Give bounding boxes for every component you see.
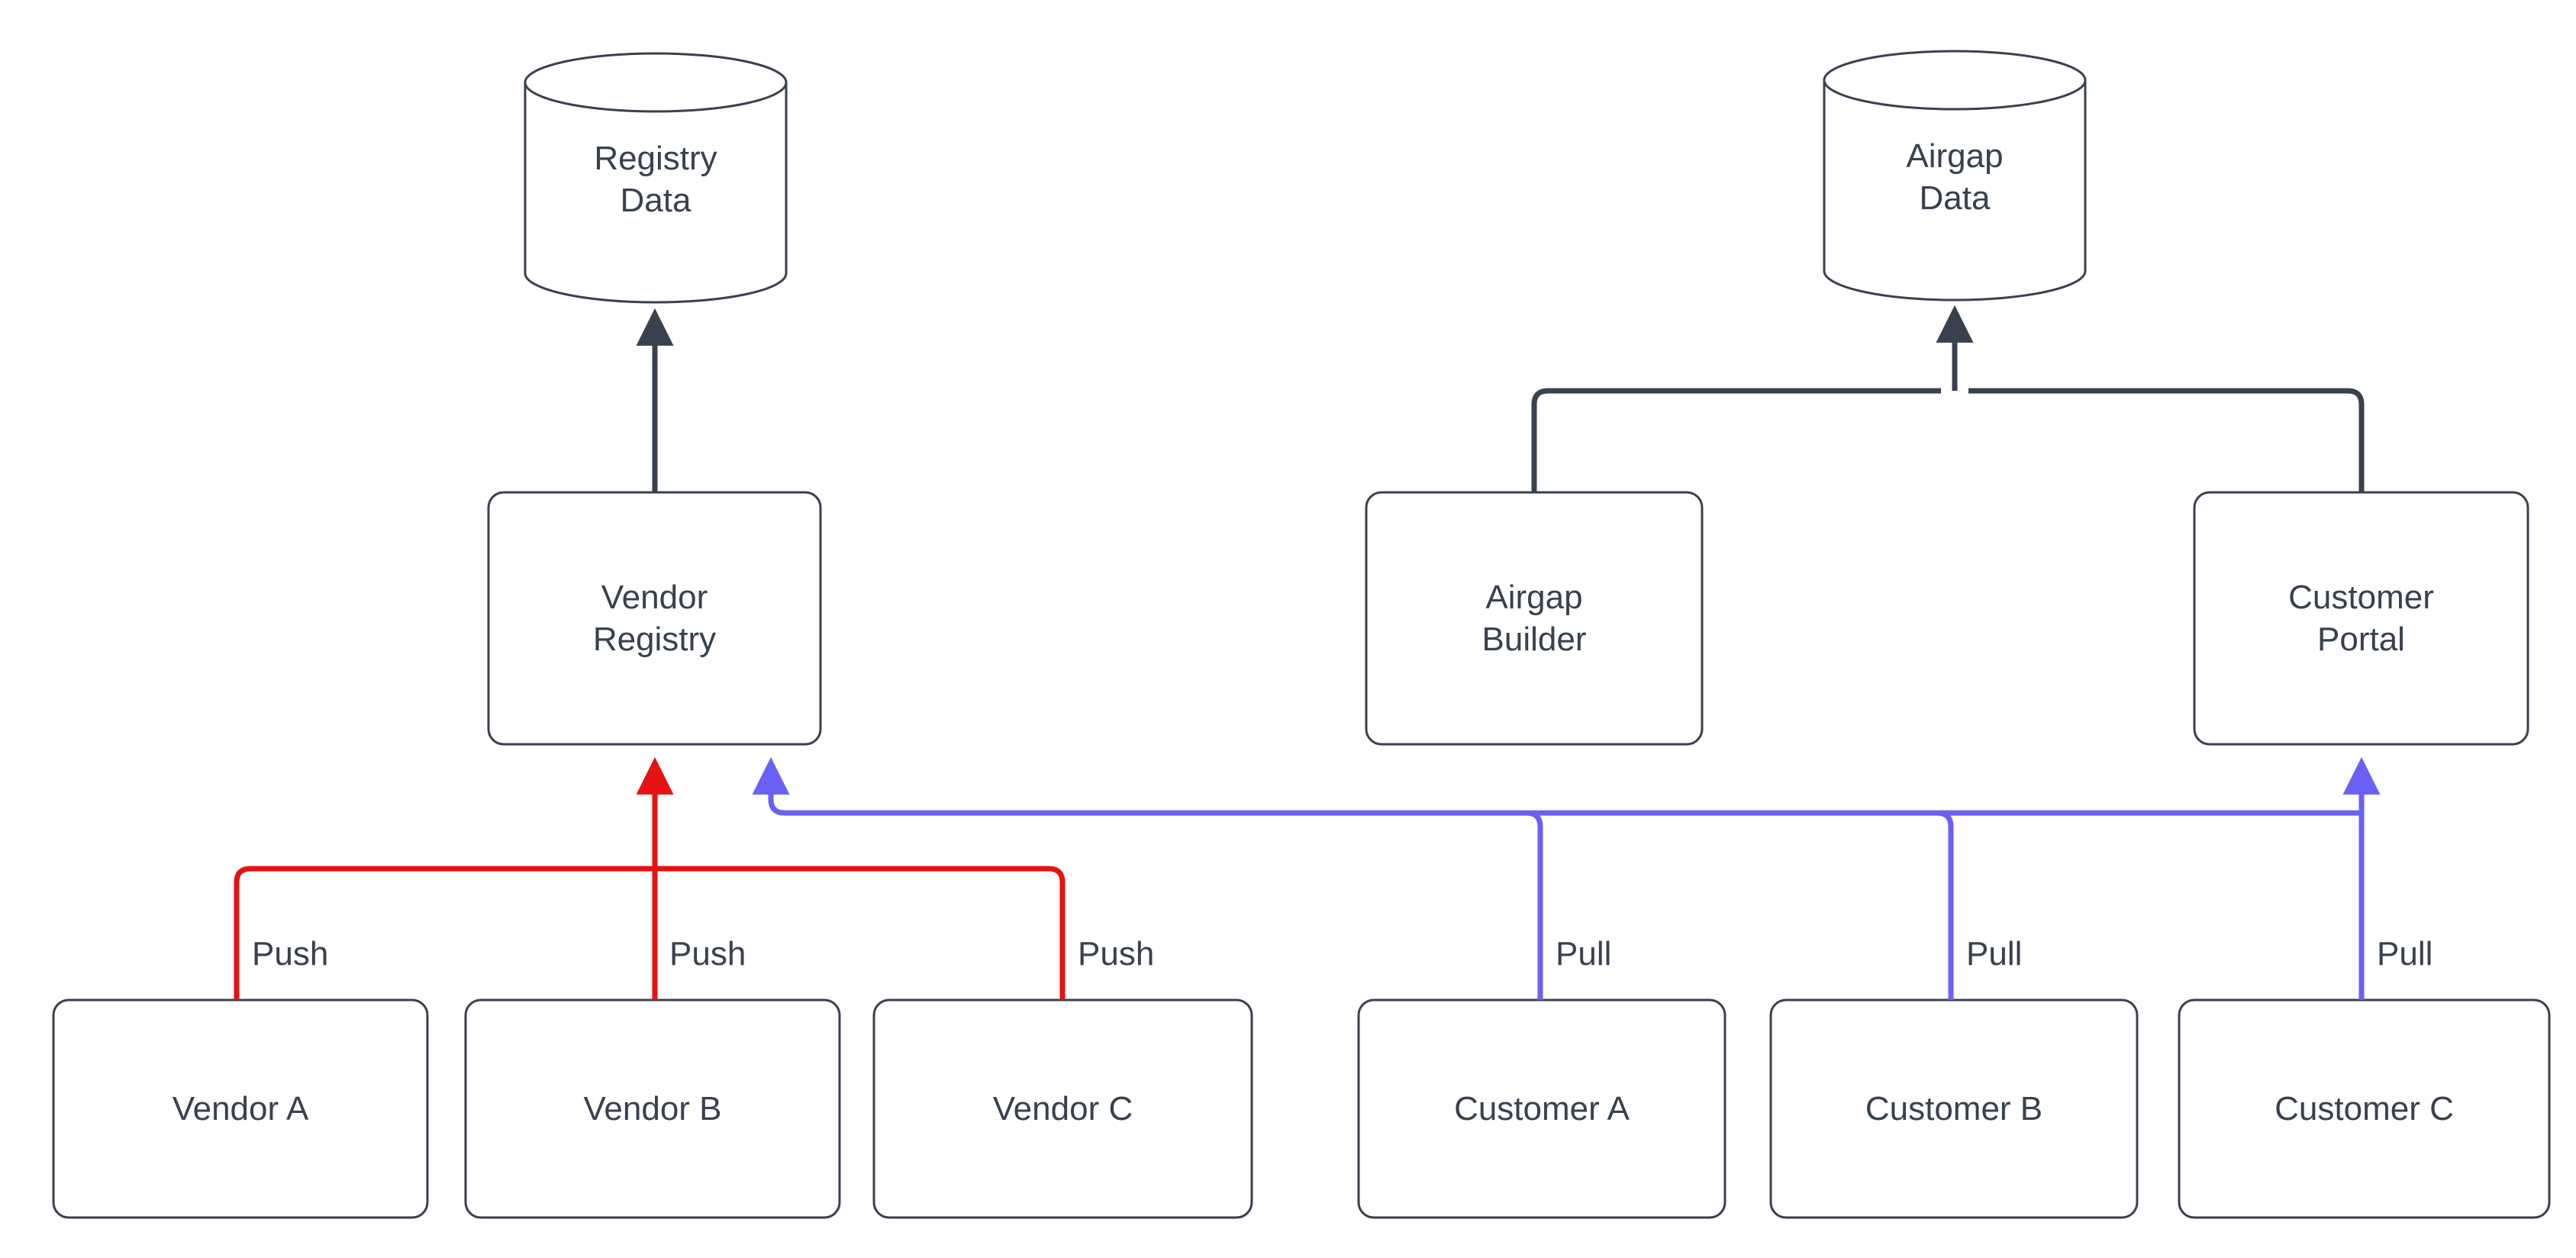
edge-airgap-builder-to-airgap-data: [1531, 388, 1941, 492]
edge-vendor-a-push: [234, 866, 655, 1000]
vendor-registry-box[interactable]: [487, 491, 822, 746]
edge-customer-portal-to-airgap-data: [1968, 388, 2365, 492]
edge-pull-trunk-to-vendor-registry: [752, 756, 790, 816]
registry-data-cylinder[interactable]: [524, 52, 788, 304]
customer-c-box[interactable]: [2178, 998, 2551, 1219]
customer-b-box[interactable]: [1769, 998, 2139, 1219]
customer-portal-box[interactable]: [2193, 491, 2529, 746]
vendor-c-box[interactable]: [872, 998, 1253, 1219]
edge-customer-b-pull: [785, 810, 1954, 1000]
vendor-a-box[interactable]: [52, 998, 429, 1219]
edge-label-pull-customer-b: Pull: [1966, 935, 2023, 973]
edge-customer-a-pull: [785, 810, 1543, 1000]
airgap-builder-box[interactable]: [1365, 491, 1704, 746]
airgap-data-cylinder[interactable]: [1823, 50, 2087, 302]
edge-label-push-vendor-b: Push: [669, 935, 746, 973]
edge-label-push-vendor-c: Push: [1078, 935, 1155, 973]
edge-vendor-c-push: [655, 866, 1066, 1000]
edge-label-pull-customer-c: Pull: [2377, 935, 2433, 973]
customer-a-box[interactable]: [1357, 998, 1726, 1219]
edge-label-push-vendor-a: Push: [252, 935, 329, 973]
edge-label-pull-customer-a: Pull: [1556, 935, 1612, 973]
vendor-b-box[interactable]: [464, 998, 841, 1219]
